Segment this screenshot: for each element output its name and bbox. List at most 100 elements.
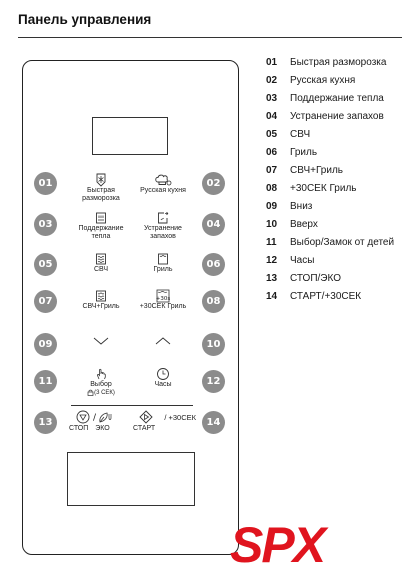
badge-04: 04 <box>202 213 225 236</box>
badge-01: 01 <box>34 172 57 195</box>
clock-label: Часы <box>154 381 172 388</box>
stop-label: СТОП <box>69 425 89 432</box>
start-plus30-button[interactable]: / +30СЕК СТАРТ <box>130 409 196 459</box>
legend-item: 10 Вверх <box>266 219 416 235</box>
stop-eco-button[interactable]: / СТОП ЭКО <box>63 409 127 459</box>
legend-num: 06 <box>266 147 278 158</box>
legend-text: Вверх <box>290 219 318 230</box>
quick-defrost-label: Быстрая разморозка <box>82 187 120 202</box>
start-plus30-text: / +30СЕК <box>164 412 196 422</box>
start-diamond-icon <box>139 410 153 424</box>
deodorize-label: Устранение запахов <box>144 225 182 240</box>
badge-06: 06 <box>202 253 225 276</box>
badge-07: 07 <box>34 290 57 313</box>
legend-num: 13 <box>266 273 278 284</box>
legend-text: Быстрая разморозка <box>290 57 387 68</box>
legend-item: 08 +30СЕК Гриль <box>266 183 416 199</box>
quick-defrost-button[interactable]: Быстрая разморозка <box>63 173 139 223</box>
bottom-buttons-divider <box>71 405 193 406</box>
legend-text: +30СЕК Гриль <box>290 183 357 194</box>
control-panel-outline <box>22 60 239 555</box>
badge-09: 09 <box>34 333 57 356</box>
microwave-button[interactable]: СВЧ <box>63 252 139 302</box>
russian-cuisine-label: Русская кухня <box>140 187 186 194</box>
up-button[interactable] <box>125 336 201 352</box>
legend-item: 11 Выбор/Замок от детей <box>266 237 416 253</box>
legend-num: 10 <box>266 219 278 230</box>
select-childlock-button[interactable]: Выбор (3 СЕК) <box>63 367 139 417</box>
legend-item: 03 Поддержание тепла <box>266 93 416 109</box>
legend-text: СТОП/ЭКО <box>290 273 341 284</box>
legend-num: 08 <box>266 183 278 194</box>
legend-num: 11 <box>266 237 277 248</box>
legend-num: 05 <box>266 129 278 140</box>
legend-item: 04 Устранение запахов <box>266 111 416 127</box>
badge-11: 11 <box>34 370 57 393</box>
legend-text: Выбор/Замок от детей <box>290 237 395 248</box>
legend-num: 03 <box>266 93 278 104</box>
legend-text: Устранение запахов <box>290 111 384 122</box>
badge-14: 14 <box>202 411 225 434</box>
legend-text: СВЧ <box>290 129 311 140</box>
badge-08: 08 <box>202 290 225 313</box>
badge-12: 12 <box>202 370 225 393</box>
badge-03: 03 <box>34 213 57 236</box>
microwave-grill-icon <box>96 290 106 302</box>
plus30-grill-icon: +30s <box>156 289 170 303</box>
clock-icon <box>157 368 169 380</box>
legend-text: Русская кухня <box>290 75 356 86</box>
chevron-up-icon <box>155 337 171 345</box>
microwave-grill-button[interactable]: СВЧ+Гриль <box>63 289 139 339</box>
legend-num: 09 <box>266 201 278 212</box>
down-button[interactable] <box>63 336 139 352</box>
legend-text: Часы <box>290 255 315 266</box>
legend-item: 14 СТАРТ/+30СЕК <box>266 291 416 307</box>
display-window-top <box>92 117 168 155</box>
select-label: Выбор <box>90 381 112 388</box>
legend-num: 12 <box>266 255 278 266</box>
start-icon-row: / +30СЕК <box>130 409 196 425</box>
legend-item: 06 Гриль <box>266 147 416 163</box>
snowflake-defrost-icon <box>96 173 106 187</box>
badge-13: 13 <box>34 411 57 434</box>
legend-text: СТАРТ/+30СЕК <box>290 291 362 302</box>
legend-num: 04 <box>266 111 278 122</box>
hand-press-icon <box>97 368 106 380</box>
legend-item: 13 СТОП/ЭКО <box>266 273 416 289</box>
badge-02: 02 <box>202 172 225 195</box>
display-window-bottom <box>67 452 195 506</box>
grill-icon <box>158 253 168 265</box>
grill-button[interactable]: Гриль <box>125 252 201 302</box>
keep-warm-button[interactable]: Поддержание тепла <box>63 211 139 261</box>
microwave-grill-label: СВЧ+Гриль <box>82 303 120 310</box>
plus30-grill-button[interactable]: +30s +30СЕК Гриль <box>125 289 201 339</box>
eco-label: ЭКО <box>95 425 110 432</box>
clock-button[interactable]: Часы <box>125 367 201 417</box>
legend-item: 05 СВЧ <box>266 129 416 145</box>
russian-cuisine-button[interactable]: Русская кухня <box>125 173 201 223</box>
page-title: Панель управления <box>18 12 152 27</box>
select-sublabel: (3 СЕК) <box>94 390 115 397</box>
legend-item: 01 Быстрая разморозка <box>266 57 416 73</box>
legend-num: 14 <box>266 291 278 302</box>
keep-warm-icon <box>96 212 106 224</box>
chef-hat-icon <box>155 174 172 186</box>
title-divider <box>18 37 402 38</box>
chevron-down-icon <box>93 337 109 345</box>
grill-label: Гриль <box>153 266 173 273</box>
microwave-label: СВЧ <box>93 266 109 273</box>
deodorize-button[interactable]: Устранение запахов <box>125 211 201 261</box>
legend-text: Гриль <box>290 147 318 158</box>
badge-05: 05 <box>34 253 57 276</box>
lock-icon <box>87 389 94 396</box>
legend-num: 07 <box>266 165 278 176</box>
stop-eco-icon: / <box>76 410 112 424</box>
legend-item: 12 Часы <box>266 255 416 271</box>
legend-num: 01 <box>266 57 278 68</box>
stop-eco-labels: СТОП ЭКО <box>63 425 127 433</box>
spx-logo: SPX <box>230 518 331 568</box>
legend-text: Поддержание тепла <box>290 93 384 104</box>
badge-10: 10 <box>202 333 225 356</box>
